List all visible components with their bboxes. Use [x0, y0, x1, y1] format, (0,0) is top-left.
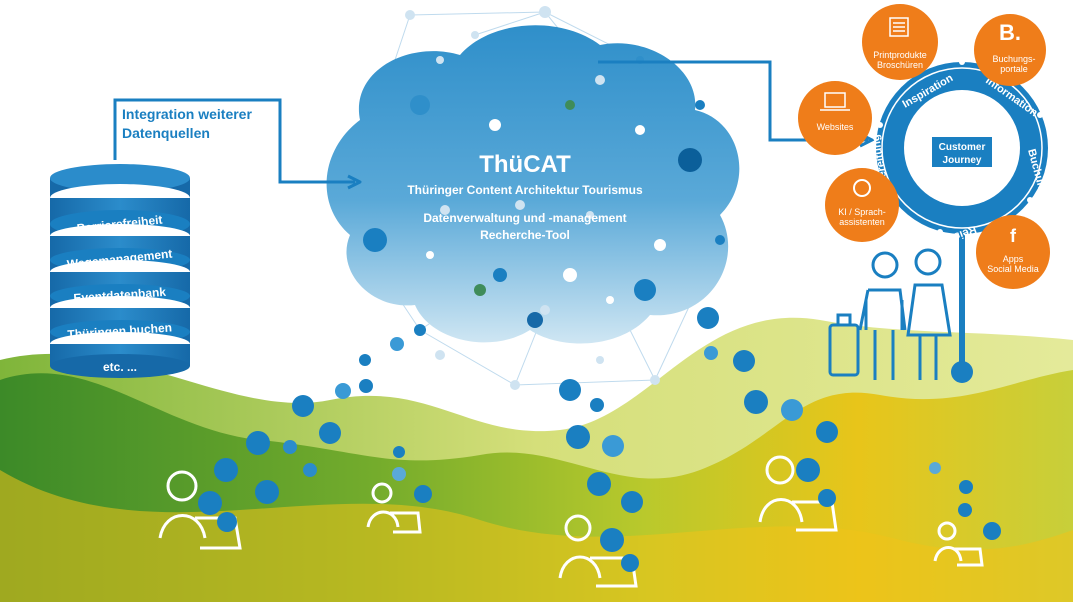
user-icon — [366, 482, 422, 534]
user-icon — [758, 455, 838, 532]
food-bubble — [319, 422, 341, 444]
users — [158, 455, 984, 588]
user-icon — [158, 470, 242, 550]
sun-bubble — [214, 458, 238, 482]
flag-bubble — [292, 395, 314, 417]
facebook-icon: f — [1010, 226, 1017, 246]
chat-bubble — [414, 485, 432, 503]
customer-journey-wheel: Customer Journey Inspiration Information… — [870, 59, 1049, 383]
cloud-subtitle: Thüringer Content Architektur Tourismus — [407, 183, 643, 197]
svg-text:Social Media: Social Media — [987, 264, 1039, 274]
svg-text:Buchungs-: Buchungs- — [992, 54, 1035, 64]
chat-bubble — [359, 354, 371, 366]
svg-text:portale: portale — [1000, 64, 1028, 74]
chat-bubble — [390, 337, 404, 351]
map-pin-bubble — [796, 458, 820, 482]
food-bubble — [198, 491, 222, 515]
svg-text:assistenten: assistenten — [839, 217, 885, 227]
svg-text:Websites: Websites — [817, 122, 854, 132]
integration-arrow — [113, 98, 362, 190]
brochure-icon — [889, 17, 909, 37]
integration-label: Integration weiterer Datenquellen — [122, 106, 252, 141]
cloud-line1: Datenverwaltung und -management — [423, 211, 626, 225]
food-bubble — [697, 307, 719, 329]
map-pin-bubble — [587, 472, 611, 496]
channel-brochure: Printprodukte Broschüren — [862, 4, 938, 80]
map-pin-bubble — [255, 480, 279, 504]
city-bubble — [246, 431, 270, 455]
chat-bubble — [818, 489, 836, 507]
svg-text:Printprodukte: Printprodukte — [873, 50, 927, 60]
channel-social: f Apps Social Media — [976, 215, 1050, 289]
user-icon — [933, 521, 984, 567]
sun-bubble — [816, 421, 838, 443]
chat-bubble — [283, 440, 297, 454]
chat-bubble — [393, 446, 405, 458]
user-icon — [558, 514, 638, 588]
food-bubble — [602, 435, 624, 457]
svg-text:etc. ...: etc. ... — [103, 360, 137, 374]
laptop-icon — [820, 92, 850, 111]
db-layer-4: etc. ... — [50, 332, 190, 378]
city-bubble — [744, 390, 768, 414]
svg-text:Broschüren: Broschüren — [877, 60, 923, 70]
foreground-wave — [0, 470, 1073, 602]
travellers-icon — [828, 248, 952, 380]
flag-bubble — [600, 528, 624, 552]
food-bubble — [781, 399, 803, 421]
chat-bubble — [704, 346, 718, 360]
food-bubble — [559, 379, 581, 401]
flag-bubble — [733, 350, 755, 372]
chat-bubble — [929, 462, 941, 474]
city-bubble — [566, 425, 590, 449]
cloud-title: ThüCAT — [479, 151, 571, 178]
booking-b-icon: B. — [999, 20, 1021, 45]
channel-websites: Websites — [798, 81, 872, 155]
svg-text:KI / Sprach-: KI / Sprach- — [838, 207, 886, 217]
chat-bubble — [959, 480, 973, 494]
sun-bubble — [621, 491, 643, 513]
chat-bubble — [217, 512, 237, 532]
chat-bubble — [983, 522, 1001, 540]
chat-bubble — [958, 503, 972, 517]
network-nodes — [363, 6, 725, 390]
chat-bubble — [590, 398, 604, 412]
channel-booking: B. Buchungs- portale — [974, 14, 1046, 86]
voice-assistant-icon — [853, 179, 871, 197]
cloud-text: ThüCAT Thüringer Content Architektur Tou… — [407, 151, 643, 242]
journey-center-line2: Journey — [943, 155, 982, 166]
chat-bubble — [303, 463, 317, 477]
svg-text:Apps: Apps — [1003, 254, 1024, 264]
channel-voice: KI / Sprach- assistenten — [825, 168, 899, 242]
chat-bubble — [621, 554, 639, 572]
chat-bubble — [335, 383, 351, 399]
floating-bubbles — [198, 307, 1001, 572]
chat-bubble — [392, 467, 406, 481]
integration-line2: Datenquellen — [122, 125, 210, 141]
cloud-line2: Recherche-Tool — [480, 228, 570, 242]
chat-bubble — [359, 379, 373, 393]
integration-line1: Integration weiterer — [122, 106, 252, 122]
journey-center-line1: Customer — [939, 142, 986, 153]
database-cylinder: Barrierefreiheit Wegemanagement Eventdat… — [50, 164, 190, 378]
